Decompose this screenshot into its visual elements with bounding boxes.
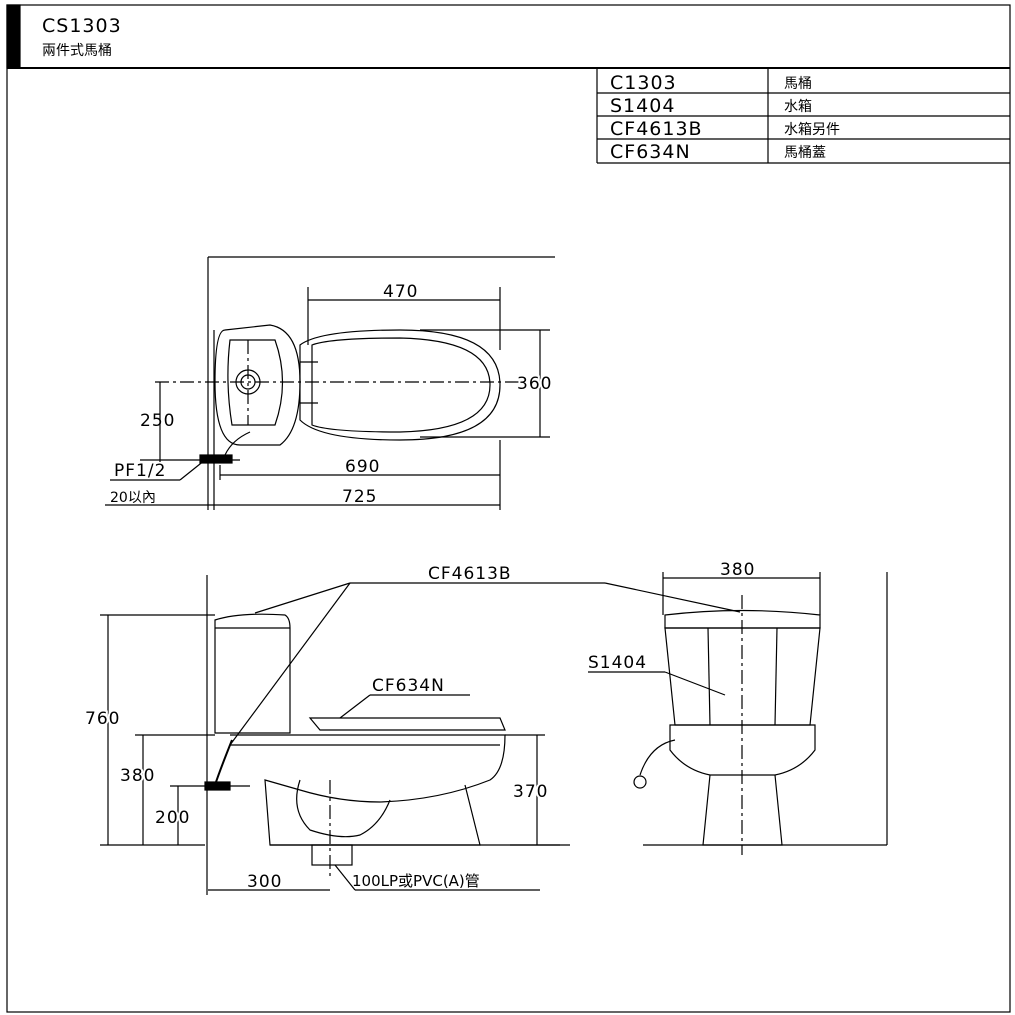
dim-200: 200 bbox=[155, 808, 190, 828]
part-code: CF4613B bbox=[610, 118, 703, 140]
label-cf634n: CF634N bbox=[372, 676, 445, 696]
top-view: 470 360 250 PF1/2 690 725 20以內 bbox=[105, 256, 555, 510]
label-pipe: 100LP或PVC(A)管 bbox=[352, 872, 480, 890]
part-name: 馬桶蓋 bbox=[784, 145, 826, 161]
dim-690: 690 bbox=[345, 457, 380, 477]
part-name: 馬桶 bbox=[784, 76, 812, 92]
dim-725: 725 bbox=[342, 487, 377, 507]
part-code: S1404 bbox=[610, 95, 675, 117]
side-view: CF4613B CF634N 760 380 200 370 300 100LP… bbox=[83, 564, 741, 895]
dim-380-side: 380 bbox=[120, 766, 155, 786]
drain-pipe bbox=[311, 844, 353, 866]
dim-470: 470 bbox=[383, 282, 418, 302]
model-subtitle: 兩件式馬桶 bbox=[42, 43, 112, 59]
bowl-top-outline bbox=[299, 329, 501, 441]
part-code: CF634N bbox=[610, 141, 691, 163]
supply-valve bbox=[199, 454, 233, 464]
label-cf4613b: CF4613B bbox=[428, 564, 512, 584]
seat-lid bbox=[308, 717, 506, 731]
dim-300: 300 bbox=[247, 872, 282, 892]
dim-760: 760 bbox=[85, 709, 120, 729]
model-title: CS1303 bbox=[42, 15, 122, 37]
header-bar bbox=[6, 4, 21, 69]
label-s1404: S1404 bbox=[588, 653, 647, 673]
part-name: 水箱另件 bbox=[784, 122, 840, 138]
drawing-frame bbox=[6, 4, 1011, 1013]
dim-370: 370 bbox=[513, 782, 548, 802]
part-name: 水箱 bbox=[784, 99, 812, 115]
dim-360: 360 bbox=[517, 374, 552, 394]
parts-table: C1303 馬桶 S1404 水箱 CF4613B 水箱另件 CF634N 馬桶… bbox=[596, 68, 1010, 164]
front-view: 380 S1404 bbox=[588, 560, 888, 855]
tank-top-outline bbox=[214, 324, 301, 446]
part-code: C1303 bbox=[610, 72, 677, 94]
supply-valve-front bbox=[633, 775, 647, 789]
label-20: 20以內 bbox=[110, 490, 156, 506]
dim-380-front: 380 bbox=[720, 560, 755, 580]
dim-250: 250 bbox=[140, 411, 175, 431]
label-pf: PF1/2 bbox=[114, 461, 166, 481]
bowl-side bbox=[230, 734, 506, 846]
